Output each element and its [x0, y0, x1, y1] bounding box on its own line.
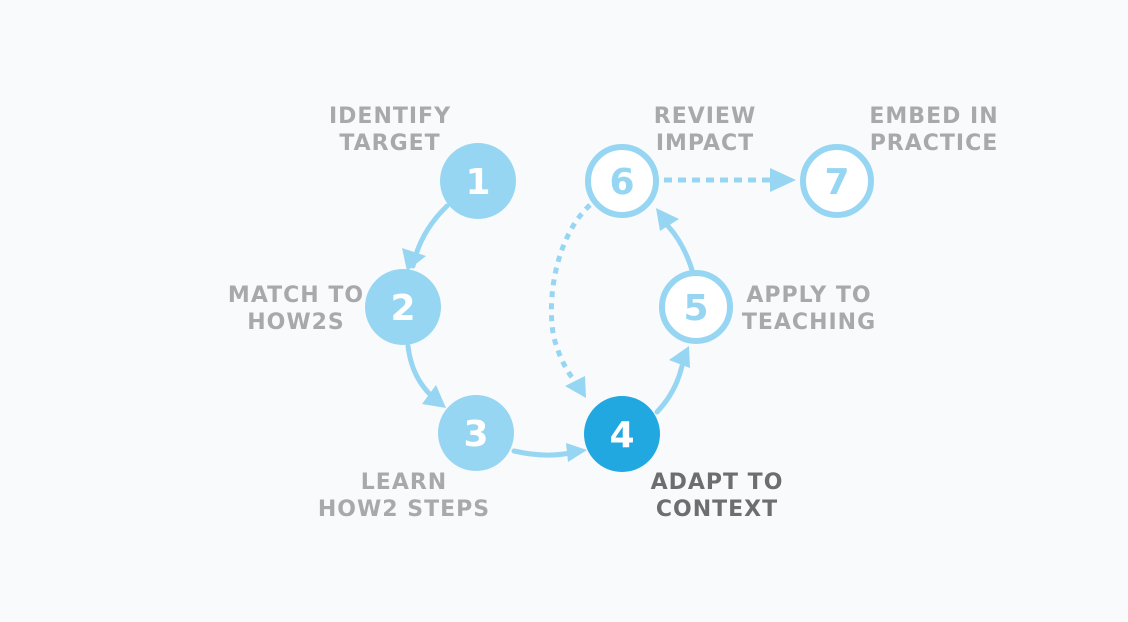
arrowhead-3-to-4 [566, 443, 587, 462]
step-circle-3 [438, 395, 514, 471]
step-number-2: 2 [390, 288, 415, 329]
step-label-2-line2: HOW2S [247, 310, 345, 335]
step-label-2-line1: MATCH TO [228, 283, 364, 308]
step-label-3-line1: LEARN [361, 470, 447, 495]
step-number-7: 7 [824, 162, 849, 203]
step-node-1: 1 [440, 143, 516, 219]
step-label-7-line1: EMBED IN [869, 104, 998, 129]
step-label-1-line2: TARGET [339, 131, 440, 156]
step-number-5: 5 [683, 288, 708, 329]
connectors [402, 168, 796, 462]
step-label-4-line1: ADAPT TO [651, 470, 784, 495]
step-node-7: 7 [800, 144, 874, 218]
step-label-1-line1: IDENTIFY [329, 104, 451, 129]
step-number-4: 4 [609, 415, 634, 456]
step-circle-5 [659, 270, 733, 344]
step-label-6-line2: IMPACT [656, 131, 754, 156]
step-number-3: 3 [463, 414, 488, 455]
step-label-3: LEARN HOW2 STEPS [318, 470, 490, 522]
dotted-arrow-6-to-4 [548, 203, 592, 382]
arrowhead-2-to-3 [422, 385, 446, 408]
step-label-3-line2: HOW2 STEPS [318, 497, 490, 522]
step-number-1: 1 [465, 162, 490, 203]
step-circle-4 [584, 396, 660, 472]
arrowhead-1-to-2 [402, 248, 426, 271]
arrow-5-to-6 [665, 223, 695, 273]
step-label-5-line1: APPLY TO [746, 283, 871, 308]
step-node-6: 6 [585, 144, 659, 218]
step-node-2: 2 [365, 269, 441, 345]
step-circle-7 [800, 144, 874, 218]
step-label-5-line2: TEACHING [742, 310, 876, 335]
step-label-6: REVIEW IMPACT [654, 104, 756, 156]
step-circle-2 [365, 269, 441, 345]
arrowhead-4-to-5 [669, 346, 690, 368]
step-node-4: 4 [584, 396, 660, 472]
step-node-5: 5 [659, 270, 733, 344]
arrowhead-5-to-6 [656, 208, 679, 231]
step-label-2: MATCH TO HOW2S [228, 283, 364, 335]
step-label-6-line1: REVIEW [654, 104, 756, 129]
step-circle-6 [585, 144, 659, 218]
step-number-6: 6 [609, 162, 634, 203]
step-circle-1 [440, 143, 516, 219]
step-label-7: EMBED IN PRACTICE [869, 104, 999, 156]
arrowhead-6-to-7 [770, 168, 796, 192]
arrowhead-6-to-4 [565, 376, 586, 398]
step-label-4-line2: CONTEXT [656, 497, 778, 522]
arrow-3-to-4 [511, 448, 573, 458]
step-label-5: APPLY TO TEACHING [742, 283, 876, 335]
step-label-7-line2: PRACTICE [870, 131, 999, 156]
step-label-1: IDENTIFY TARGET [329, 104, 451, 156]
arrow-4-to-5 [654, 363, 685, 415]
step-label-4: ADAPT TO CONTEXT [651, 470, 784, 522]
step-node-3: 3 [438, 395, 514, 471]
